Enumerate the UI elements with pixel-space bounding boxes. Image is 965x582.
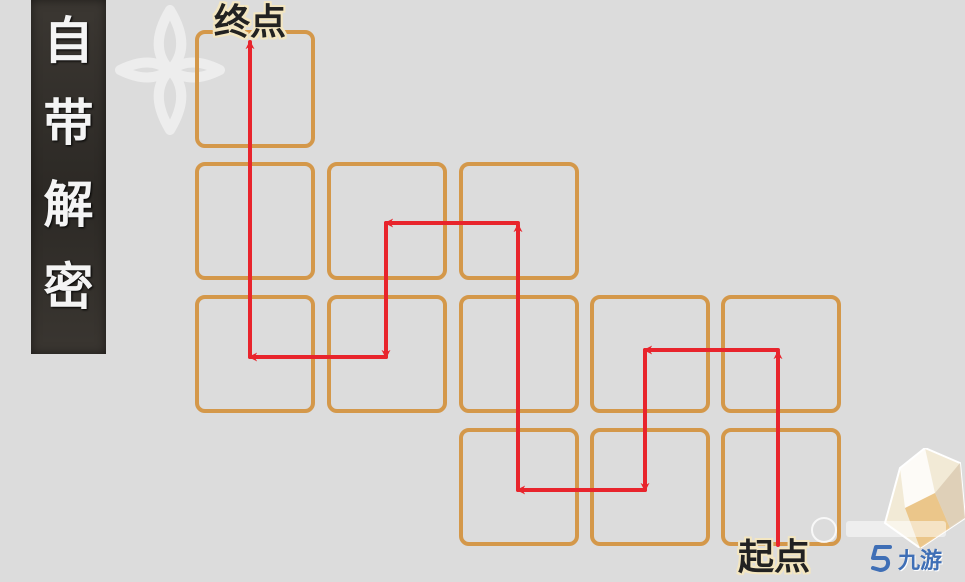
title-banner: 自 带 解 密	[31, 0, 106, 354]
title-char-3: 解	[43, 176, 94, 234]
nine-game-logo-icon	[871, 545, 892, 572]
end-label: 终点	[214, 2, 287, 43]
jiuyou-logo: 九游	[870, 540, 942, 578]
grid-tile	[590, 428, 710, 546]
grid-tile	[721, 295, 841, 413]
watermark-logo-icon	[811, 517, 946, 543]
grid-tile	[590, 295, 710, 413]
emblem-watermark-icon	[115, 5, 225, 135]
title-char-2: 带	[43, 94, 94, 152]
title-char-4: 密	[43, 258, 94, 316]
grid-tile	[195, 30, 315, 148]
title-char-1: 自	[43, 12, 94, 70]
start-label: 起点	[738, 537, 811, 578]
logo-text: 九游	[898, 549, 943, 574]
grid-tile	[195, 162, 315, 280]
grid-tile	[195, 295, 315, 413]
grid-tile	[721, 428, 841, 546]
